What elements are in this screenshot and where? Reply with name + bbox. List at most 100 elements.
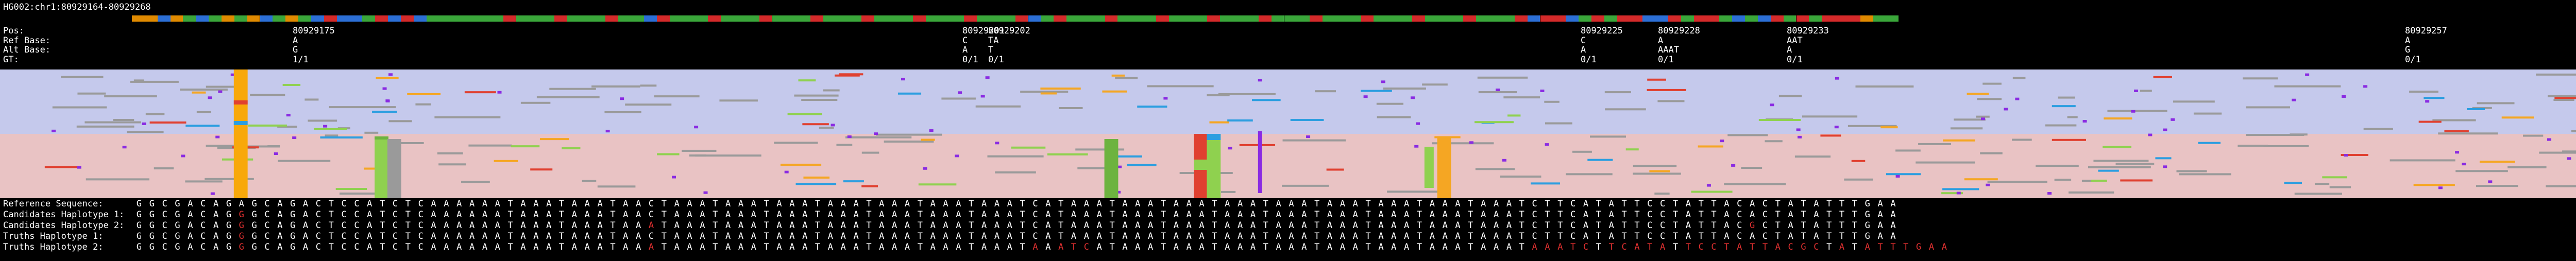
sequence-base: T [969,242,974,252]
insertion-marker [2131,110,2136,113]
sequence-base: T [1711,231,1717,241]
sequence-base: A [1173,242,1179,252]
mismatch-bar [897,92,922,95]
mismatch-bar [250,94,285,96]
mismatch-bar [2553,98,2574,101]
variant-column[interactable]: 80929175 A G 1/1 [293,26,335,64]
mismatch-bar [388,120,412,123]
sequence-base: A [1352,242,1358,252]
sequence-base: T [1621,220,1627,231]
sequence-base: G [149,242,155,252]
sequence-base: T [507,242,513,252]
insertion-marker [847,135,852,138]
ruler-base-cell [1002,15,1015,22]
sequence-base: T [1020,242,1025,252]
mismatch-bar [1941,192,1963,195]
insertion-marker [1410,96,1415,99]
sequence-base: A [1135,231,1141,241]
sequence-base: A [1340,231,1346,241]
read-segment [836,144,853,146]
read-segment [2455,170,2508,172]
sequence-base: A [444,220,449,231]
insertion-marker [2344,154,2348,157]
sequence-base: C [354,231,360,241]
sequence-base: A [776,242,782,252]
sequence-base: G [251,231,257,241]
variant-column[interactable]: 80929202 TA T 0/1 [988,26,1030,64]
variant-column[interactable]: 80929225 C A 0/1 [1581,26,1623,64]
ruler-base-cell [1757,15,1771,22]
variant-alt: A [962,45,968,55]
sequence-base: A [1352,210,1358,220]
sequence-base: A [431,242,436,252]
read-segment [84,121,142,124]
read-pileup-track[interactable] [0,69,2576,198]
sequence-base: A [1007,220,1012,231]
read-segment [2036,164,2079,167]
sequence-base: A [700,210,705,220]
ruler-base-cell [1105,15,1118,22]
sequence-base: A [687,199,692,209]
sequence-base: T [866,220,872,231]
mismatch-bar [1040,88,1081,90]
read-segment [625,103,672,106]
insertion-marker [2004,108,2008,111]
insertion-marker [1469,141,1474,144]
sequence-base: A [1788,231,1793,241]
sequence-base: A [1289,242,1294,252]
variant-column[interactable]: 80929228 A AAAT 0/1 [1658,26,1700,64]
sequence-base: A [520,199,526,209]
sequence-base: A [1148,231,1154,241]
sequence-base: C [1647,220,1653,231]
sequence-base: A [571,231,578,241]
sequence-base: T [1801,210,1806,220]
sequence-base: A [1096,210,1102,220]
sequence-base: A [277,242,283,252]
sequence-base: A [456,199,462,209]
read-segment [2238,145,2268,147]
read-segment [591,85,640,88]
mismatch-bar [597,185,636,188]
sequence-base: T [1557,231,1563,241]
sequence-base: C [392,231,398,241]
info-label-alt: Alt Base: [3,45,51,55]
sequence-base: T [1545,199,1550,209]
sequence-base: A [1455,242,1461,252]
ruler-base-cell [964,15,977,22]
mismatch-bar [2444,130,2469,133]
sequence-base: T [1839,220,1845,231]
sequence-base: T [1672,210,1679,220]
sequence-base: G [175,210,180,220]
sequence-base: T [1212,231,1217,241]
sequence-base: A [994,242,1000,252]
ruler-base-cell [439,15,452,22]
sequence-base: C [1647,231,1653,241]
insertion-marker [208,96,212,99]
sequence-base: T [764,210,769,220]
read-segment [1475,168,1515,170]
sequence-base: T [1545,231,1550,241]
ruler-base-cell [1873,15,1886,22]
variant-column[interactable]: 80929257 A G 0/1 [2405,26,2447,64]
read-segment [145,113,165,115]
ruler-base-cell [925,15,939,22]
variant-pos: 80929228 [1658,26,1700,36]
sequence-base: A [1724,199,1730,209]
mismatch-bar [2098,169,2119,172]
ruler-base-cell [1463,15,1477,22]
ruler-base-cell [810,15,823,22]
mismatch-bar [843,180,864,183]
ruler-base-cell [183,15,196,22]
sequence-base: A [981,231,987,241]
insertion-marker [1731,164,1736,167]
mismatch-bar [2155,157,2172,160]
sequence-base: C [1660,199,1666,209]
ruler-base-cell [772,15,785,22]
variant-column[interactable]: 80929201 C A 0/1 [962,26,1005,64]
sequence-base: C [341,242,347,252]
read-segment [1221,190,1236,193]
variant-column[interactable]: 80929233 AAT A 0/1 [1787,26,1829,64]
ruler-base-cell [157,15,171,22]
sequence-base: T [1109,242,1115,252]
read-segment [549,88,596,90]
